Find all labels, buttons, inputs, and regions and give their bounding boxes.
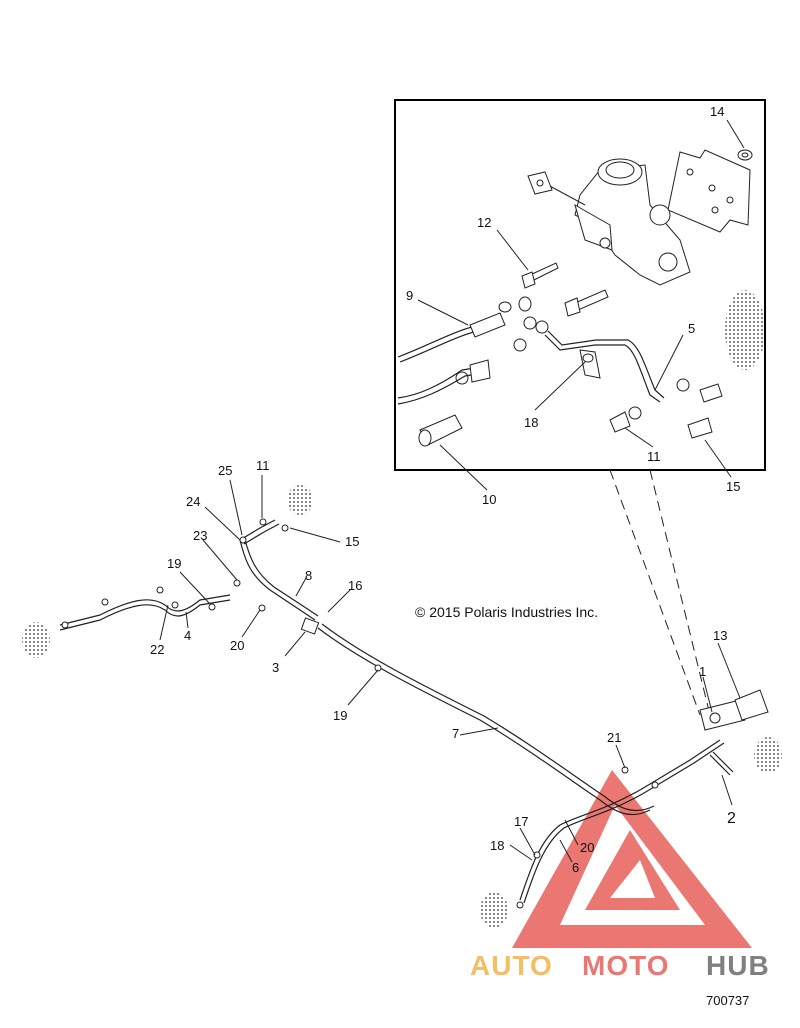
master-cylinder xyxy=(574,158,691,286)
fittings xyxy=(61,518,659,909)
master-cylinder-assy xyxy=(699,689,769,731)
callout-15: 15 xyxy=(345,534,359,549)
watermark-text-hub: HUB xyxy=(706,950,770,981)
watermark-triangle-core xyxy=(610,860,655,898)
callout-inset-5: 5 xyxy=(688,321,695,336)
callout-11: 11 xyxy=(256,458,270,473)
brake-line-6 xyxy=(519,739,725,904)
watermark-text-moto: MOTO xyxy=(582,950,669,981)
callout-23: 23 xyxy=(193,528,207,543)
callout-8: 8 xyxy=(305,568,312,583)
callout-13: 13 xyxy=(713,628,727,643)
front-left-caliper xyxy=(480,892,508,928)
brake-line-4 xyxy=(59,594,231,631)
copyright-text: © 2015 Polaris Industries Inc. xyxy=(415,604,598,620)
right-caliper xyxy=(754,737,782,773)
pushrod-clevis xyxy=(527,171,586,206)
callout-inset-11: 11 xyxy=(647,449,661,464)
bolt-11-icon xyxy=(609,411,631,433)
callout-21: 21 xyxy=(607,730,621,745)
callout-inset-18: 18 xyxy=(524,415,538,430)
callout-20a: 20 xyxy=(230,638,244,653)
callout-24: 24 xyxy=(186,494,200,509)
callout-20b: 20 xyxy=(580,840,594,855)
callout-22: 22 xyxy=(150,642,164,657)
callout-18: 18 xyxy=(490,838,504,853)
nut-14-icon xyxy=(737,149,753,161)
brake-hose-9 xyxy=(397,312,506,405)
inset-leaders xyxy=(417,119,745,491)
callout-4: 4 xyxy=(184,628,191,643)
callout-19b: 19 xyxy=(333,708,347,723)
bolt-15-icons xyxy=(687,383,723,439)
callout-inset-12: 12 xyxy=(477,215,491,230)
callout-16: 16 xyxy=(348,578,362,593)
upper-caliper xyxy=(287,485,313,515)
brake-switch-10 xyxy=(418,414,463,447)
hose-24-25 xyxy=(239,519,280,545)
callout-inset-10: 10 xyxy=(482,492,496,507)
callout-inset-9: 9 xyxy=(406,288,413,303)
callout-inset-14: 14 xyxy=(710,104,724,119)
callout-7: 7 xyxy=(452,726,459,741)
watermark-text-auto: AUTO xyxy=(470,950,553,981)
brake-line-8 xyxy=(239,539,319,621)
crush-washers xyxy=(455,296,690,420)
callout-19a: 19 xyxy=(167,556,181,571)
callout-2: 2 xyxy=(727,810,736,827)
callout-1: 1 xyxy=(699,664,706,679)
callout-17: 17 xyxy=(514,814,528,829)
nut-18-icon xyxy=(582,353,594,363)
main-leaders xyxy=(159,475,741,863)
callout-6: 6 xyxy=(572,860,579,875)
callout-25: 25 xyxy=(218,463,232,478)
callout-inset-15: 15 xyxy=(726,479,740,494)
line-to-caliper-2 xyxy=(709,751,734,776)
inset-pointer xyxy=(609,469,711,716)
bracket-plate xyxy=(667,149,751,233)
tee-block-3 xyxy=(300,617,320,635)
document-number: 700737 xyxy=(706,993,749,1008)
inset-edge-caliper xyxy=(725,290,765,370)
banjo-bolt-icon xyxy=(564,289,609,317)
watermark-logo: AUTO MOTO HUB xyxy=(470,770,770,981)
callout-3: 3 xyxy=(272,660,279,675)
left-rear-caliper xyxy=(22,622,50,658)
bolt-12-icon xyxy=(521,262,559,289)
